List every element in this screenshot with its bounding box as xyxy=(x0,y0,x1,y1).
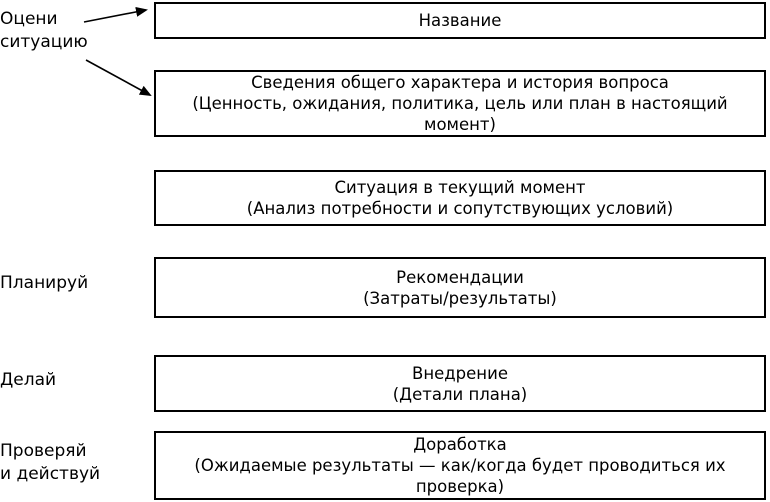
box-situation-line-2: (Анализ потребности и сопутствующих усло… xyxy=(246,199,674,218)
box-recommendations: Рекомендации (Затраты/результаты) xyxy=(154,257,766,318)
label-plan-text: Планируй xyxy=(0,273,89,293)
box-refinement-line-3: проверка) xyxy=(415,477,505,496)
label-assess-situation: Оцени ситуацию xyxy=(0,8,88,54)
box-current-situation: Ситуация в текущий момент (Анализ потреб… xyxy=(154,170,766,226)
box-title-line-1: Название xyxy=(418,11,502,30)
box-recommendations-line-1: Рекомендации xyxy=(396,267,524,287)
box-background-line-2: (Ценность, ожидания, политика, цель или … xyxy=(192,94,728,113)
box-recommendations-line-2: (Затраты/результаты) xyxy=(363,288,557,308)
arrow-to-title-box xyxy=(83,6,148,23)
label-check-line-2: и действуй xyxy=(0,464,101,484)
box-implementation-line-2: (Детали плана) xyxy=(392,384,528,404)
box-refinement-line-2: (Ожидаемые результаты — как/когда будет … xyxy=(194,456,726,475)
box-background-line-3: момент) xyxy=(424,115,496,134)
label-do: Делай xyxy=(0,369,56,392)
box-refinement-line-1: Доработка xyxy=(413,435,507,454)
box-refinement: Доработка (Ожидаемые результаты — как/ко… xyxy=(154,431,766,500)
box-situation-line-1: Ситуация в текущий момент xyxy=(334,178,586,197)
label-assess-line-1: Оцени xyxy=(0,9,58,29)
box-implementation: Внедрение (Детали плана) xyxy=(154,355,766,412)
label-do-text: Делай xyxy=(0,370,57,390)
label-check-act: Проверяй и действуй xyxy=(0,440,100,486)
box-title: Название xyxy=(154,2,766,39)
label-assess-line-2: ситуацию xyxy=(0,32,88,52)
box-implementation-line-1: Внедрение xyxy=(412,363,508,383)
box-background-line-1: Сведения общего характера и история вопр… xyxy=(251,73,669,92)
label-check-line-1: Проверяй xyxy=(0,441,87,461)
arrow-to-background-box xyxy=(85,59,152,96)
label-plan: Планируй xyxy=(0,272,88,295)
box-background: Сведения общего характера и история вопр… xyxy=(154,70,766,137)
